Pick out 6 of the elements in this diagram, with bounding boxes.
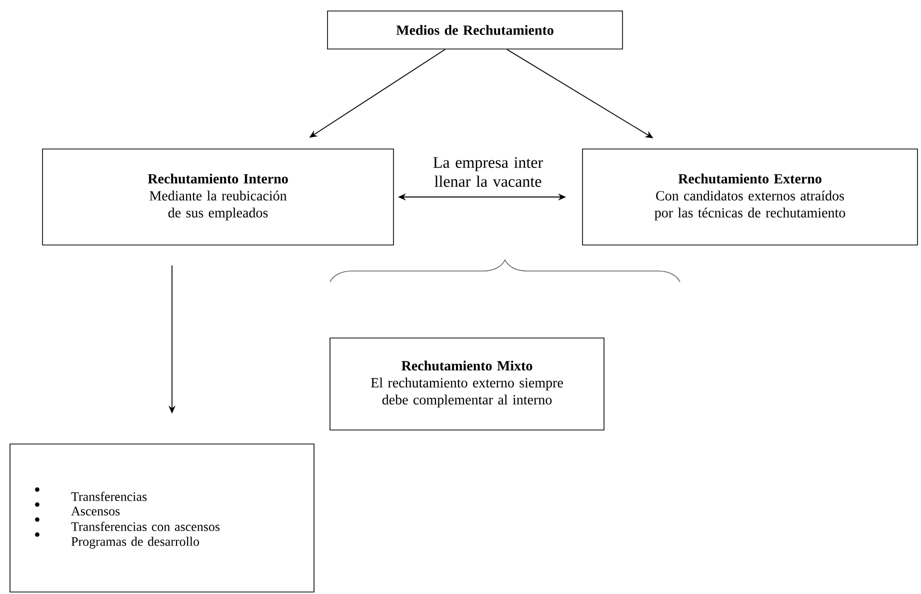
process-box: Rechutamiento Externo Con candidatos externos atraídos por las técnicas de rechutamiento xyxy=(582,148,918,246)
process-box: Rechutamiento Interno Mediante la reubicación de sus empleados xyxy=(42,148,394,246)
edge-label: La empresa inter llenar la vacante xyxy=(433,157,543,187)
process-box: Medios de Rechutamiento xyxy=(327,10,623,50)
list-box: Transferencias Ascensos Transferencias con ascensos Programas de desarrollo xyxy=(10,444,314,592)
process-box: Rechutamiento Mixto El rechutamiento externo siempre debe complementar al interno xyxy=(330,338,604,430)
